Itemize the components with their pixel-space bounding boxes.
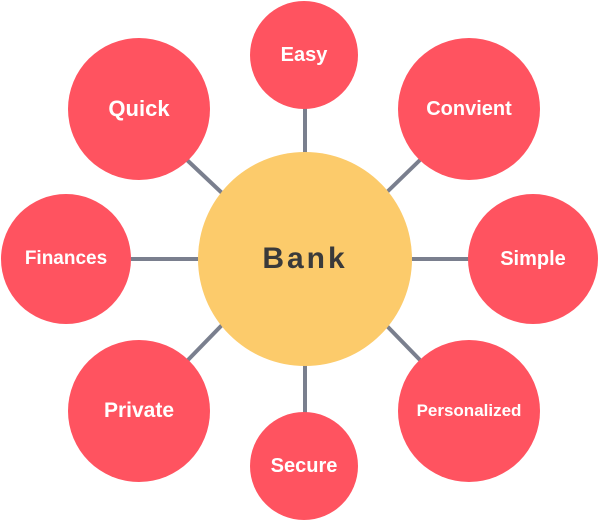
spoke-node-quick: Quick — [68, 38, 210, 180]
connector-private — [184, 323, 224, 364]
spoke-label-finances: Finances — [24, 248, 108, 269]
spoke-label-simple: Simple — [500, 247, 566, 270]
connector-quick — [185, 158, 224, 195]
spoke-node-secure: Secure — [250, 412, 358, 520]
spoke-label-easy: Easy — [280, 43, 328, 66]
spoke-node-private: Private — [68, 340, 210, 482]
spoke-label-quick: Quick — [108, 96, 170, 121]
spoke-label-personalized: Personalized — [416, 401, 522, 420]
connector-convient — [384, 158, 422, 195]
spoke-node-simple: Simple — [468, 194, 598, 324]
spoke-label-secure: Secure — [270, 454, 338, 477]
center-node-label: Bank — [262, 242, 348, 275]
spoke-node-easy: Easy — [250, 1, 358, 109]
center-node-bank: Bank — [198, 152, 412, 366]
spoke-node-finances: Finances — [1, 194, 131, 324]
spoke-label-convient: Convient — [426, 97, 512, 120]
spoke-node-convient: Convient — [398, 38, 540, 180]
spoke-label-private: Private — [103, 399, 175, 422]
connector-personalized — [384, 323, 422, 362]
spoke-node-personalized: Personalized — [398, 340, 540, 482]
